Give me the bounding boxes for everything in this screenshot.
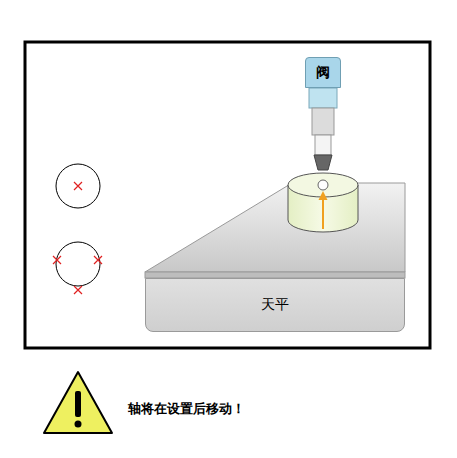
warning-text: 轴将在设置后移动！ [128,400,245,418]
valve-body [309,88,337,170]
valve-box: 阀 [305,57,341,88]
orange-arrow [319,191,328,229]
warning-icon [44,372,112,433]
sample-cylinder [288,173,358,232]
frame [25,42,430,348]
node-label: 天平 [261,296,289,314]
balance-top [145,183,405,278]
node-label: 阀 [316,64,330,82]
position-circles [53,164,102,294]
balance-body: 天平 [145,278,405,332]
